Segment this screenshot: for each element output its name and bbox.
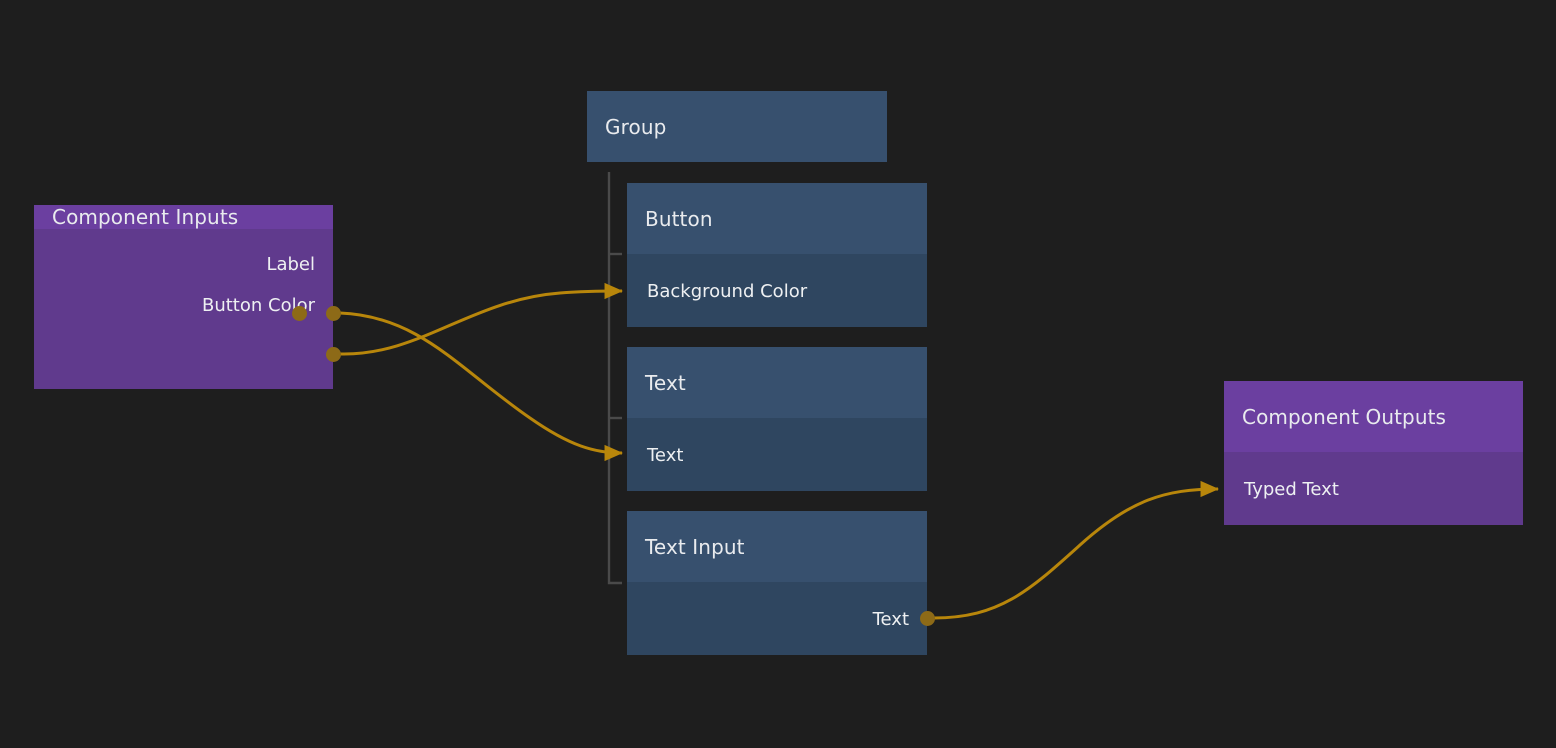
- port-label-text: Label: [266, 253, 315, 275]
- node-component-outputs[interactable]: Component Outputs Typed Text: [1224, 381, 1523, 525]
- node-button-body: Background Color: [627, 254, 927, 327]
- node-button[interactable]: Button Background Color: [627, 183, 927, 327]
- edge-button-color-to-background-color: [339, 282, 624, 356]
- port-text-in[interactable]: Text: [627, 443, 927, 467]
- port-button-color[interactable]: Button Color: [34, 293, 333, 317]
- node-text-input-title: Text Input: [645, 534, 745, 559]
- node-button-header: Button: [627, 183, 927, 254]
- port-text-in-text: Text: [647, 444, 684, 466]
- node-component-outputs-header: Component Outputs: [1224, 381, 1523, 452]
- port-dot-label[interactable]: [326, 306, 341, 321]
- port-typed-text-text: Typed Text: [1244, 478, 1339, 500]
- node-text[interactable]: Text Text: [627, 347, 927, 491]
- node-component-inputs-header: Component Inputs: [34, 205, 333, 229]
- node-component-outputs-title: Component Outputs: [1242, 404, 1447, 429]
- group-tree-bracket: [607, 172, 622, 585]
- port-label[interactable]: Label: [34, 252, 333, 276]
- edge-label-to-text: [339, 311, 624, 462]
- port-dot-text-out[interactable]: [920, 611, 935, 626]
- port-background-color[interactable]: Background Color: [627, 279, 927, 303]
- edge-text-to-typed-text: [933, 480, 1220, 620]
- node-component-inputs[interactable]: Component Inputs Label Button Color: [34, 205, 333, 389]
- node-text-input-body: Text: [627, 582, 927, 655]
- node-text-body: Text: [627, 418, 927, 491]
- port-dot-label[interactable]: [291, 305, 307, 321]
- node-text-header: Text: [627, 347, 927, 418]
- node-text-input[interactable]: Text Input Text: [627, 511, 927, 655]
- port-dot-button-color[interactable]: [326, 347, 341, 362]
- port-text-out-text: Text: [872, 608, 909, 630]
- node-group-header: Group: [587, 91, 887, 162]
- node-text-title: Text: [645, 370, 686, 395]
- port-background-color-text: Background Color: [647, 280, 808, 302]
- node-component-inputs-title: Component Inputs: [52, 205, 239, 229]
- node-component-inputs-body: Label Button Color: [34, 229, 333, 389]
- port-typed-text[interactable]: Typed Text: [1224, 477, 1523, 501]
- node-text-input-header: Text Input: [627, 511, 927, 582]
- port-button-color-text: Button Color: [201, 294, 315, 316]
- node-component-outputs-body: Typed Text: [1224, 452, 1523, 525]
- node-group[interactable]: Group: [587, 91, 887, 162]
- node-group-title: Group: [605, 114, 667, 139]
- node-button-title: Button: [645, 206, 713, 231]
- port-text-out[interactable]: Text: [627, 607, 927, 631]
